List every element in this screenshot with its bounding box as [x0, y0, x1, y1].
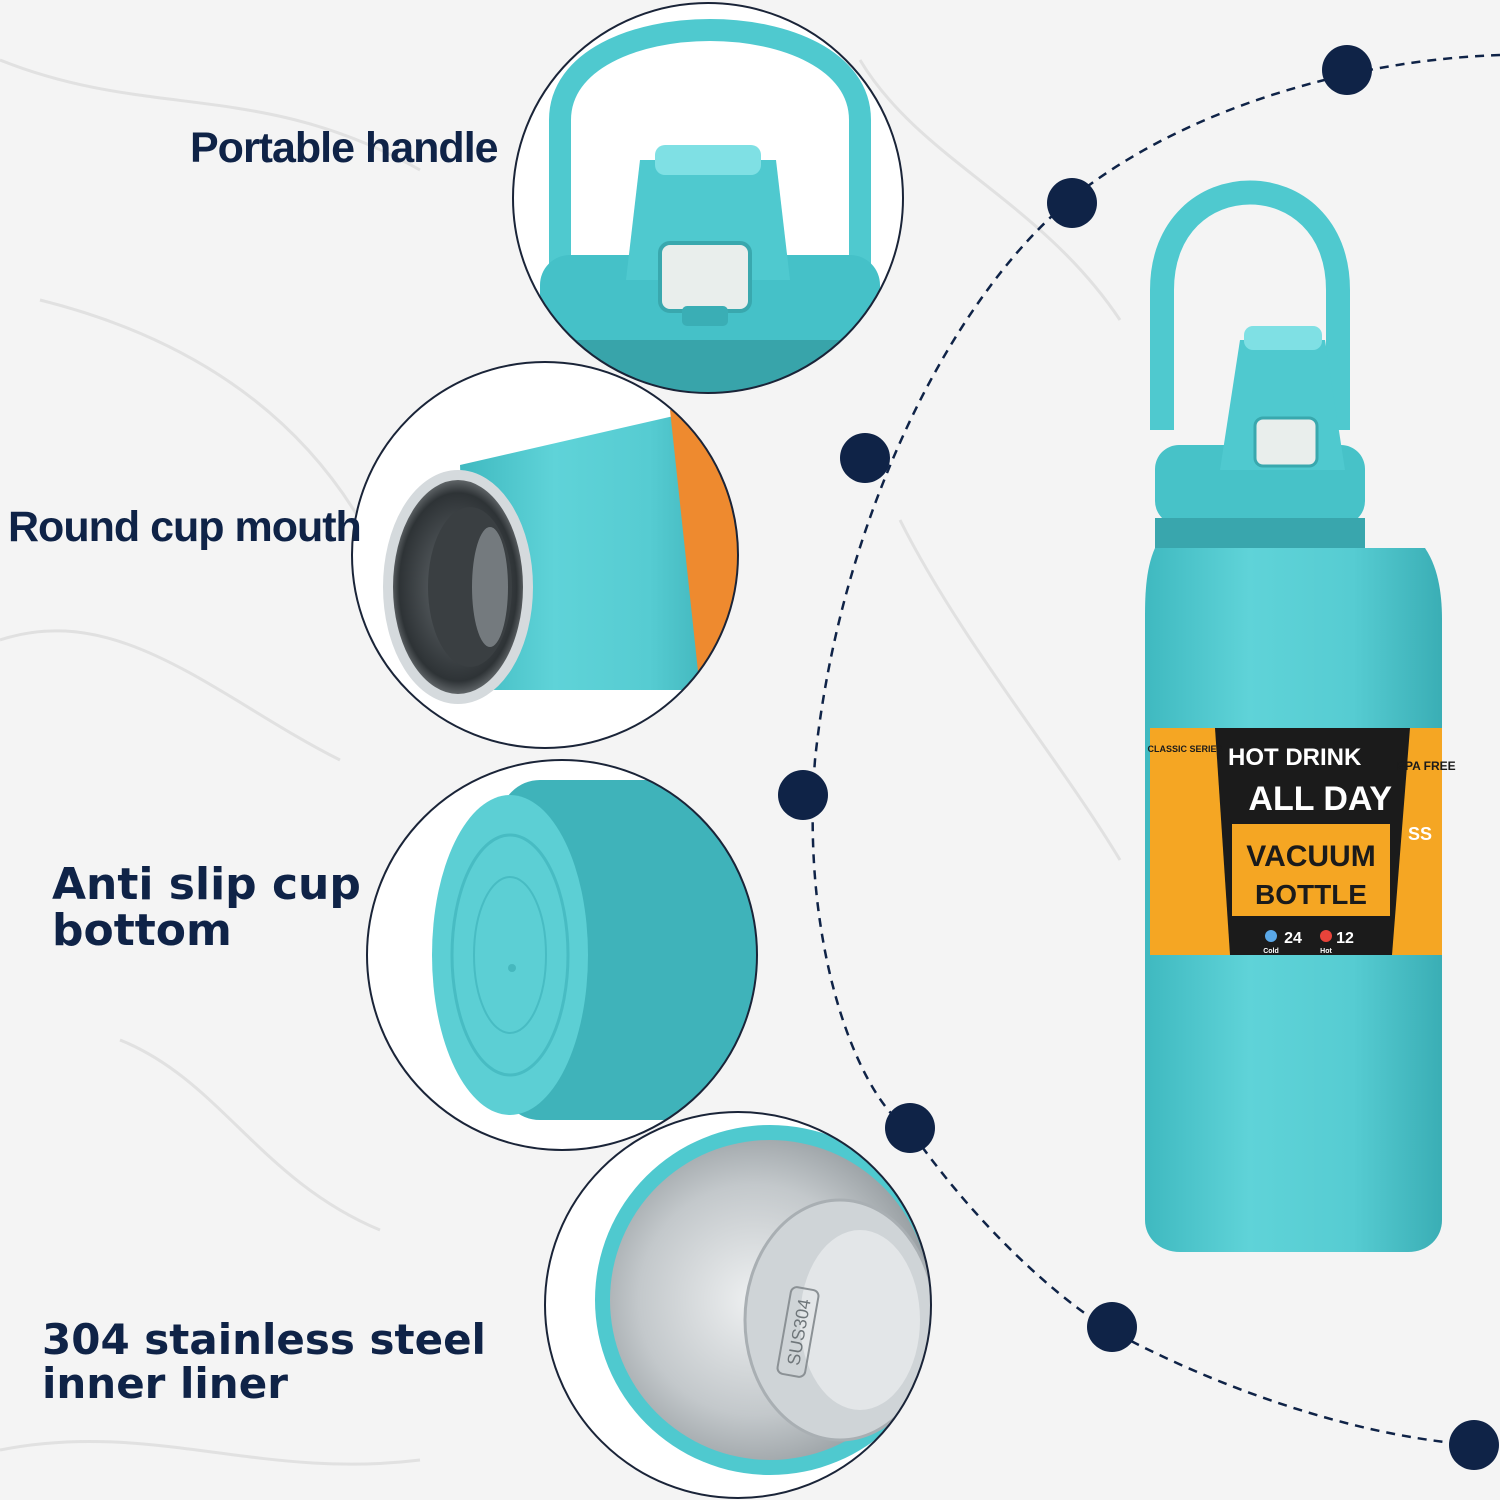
label-product-2: BOTTLE [1255, 879, 1367, 910]
arc-dot [1449, 1420, 1499, 1470]
detail-circle-bottom [366, 759, 758, 1151]
bottle-handle [1150, 180, 1350, 430]
feature-label-line: Round cup mouth [8, 503, 362, 551]
detail-circle-handle [512, 2, 904, 394]
feature-label-liner: 304 stainless steel inner liner [42, 1315, 486, 1409]
label-series: CLASSIC SERIES [1147, 744, 1222, 754]
arc-dot [1047, 178, 1097, 228]
label-product-1: VACUUM [1246, 840, 1375, 873]
feature-label-mouth: Round cup mouth [8, 503, 362, 551]
label-bpa: BPA FREE [1396, 759, 1455, 773]
arc-dot [840, 433, 890, 483]
arc-dot [885, 1103, 935, 1153]
label-material: SS [1408, 824, 1432, 844]
label-hot: Hot [1320, 948, 1332, 955]
arc-dot [1087, 1302, 1137, 1352]
feature-label-bottom: Anti slip cup bottom [52, 859, 361, 957]
detail-circle-mouth [351, 361, 739, 749]
dotted-arc [778, 45, 1500, 1470]
flame-icon [1320, 930, 1332, 942]
feature-label-line: 304 stainless steel [42, 1315, 486, 1364]
feature-label-line: bottom [52, 905, 232, 957]
label-headline-1: HOT DRINK [1228, 744, 1362, 771]
detail-circle-liner: SUS304 [544, 1111, 932, 1499]
label-cold-hours: 24 [1284, 930, 1302, 947]
main-bottle: CLASSIC SERIES HOT DRINK ALL DAY VACUUM … [1145, 180, 1456, 1252]
label-hot-hours: 12 [1336, 930, 1354, 947]
feature-label-handle: Portable handle [190, 124, 499, 172]
arc-dot [778, 770, 828, 820]
marble-veins [0, 58, 1122, 1466]
arc-dot [1322, 45, 1372, 95]
bottle-label: CLASSIC SERIES HOT DRINK ALL DAY VACUUM … [1147, 728, 1456, 955]
feature-label-line: Portable handle [190, 124, 499, 172]
label-cold: Cold [1263, 948, 1279, 955]
feature-label-line: inner liner [42, 1359, 288, 1409]
feature-label-line: Anti slip cup [52, 859, 361, 910]
label-headline-2: ALL DAY [1248, 780, 1392, 818]
snowflake-icon [1265, 930, 1277, 942]
